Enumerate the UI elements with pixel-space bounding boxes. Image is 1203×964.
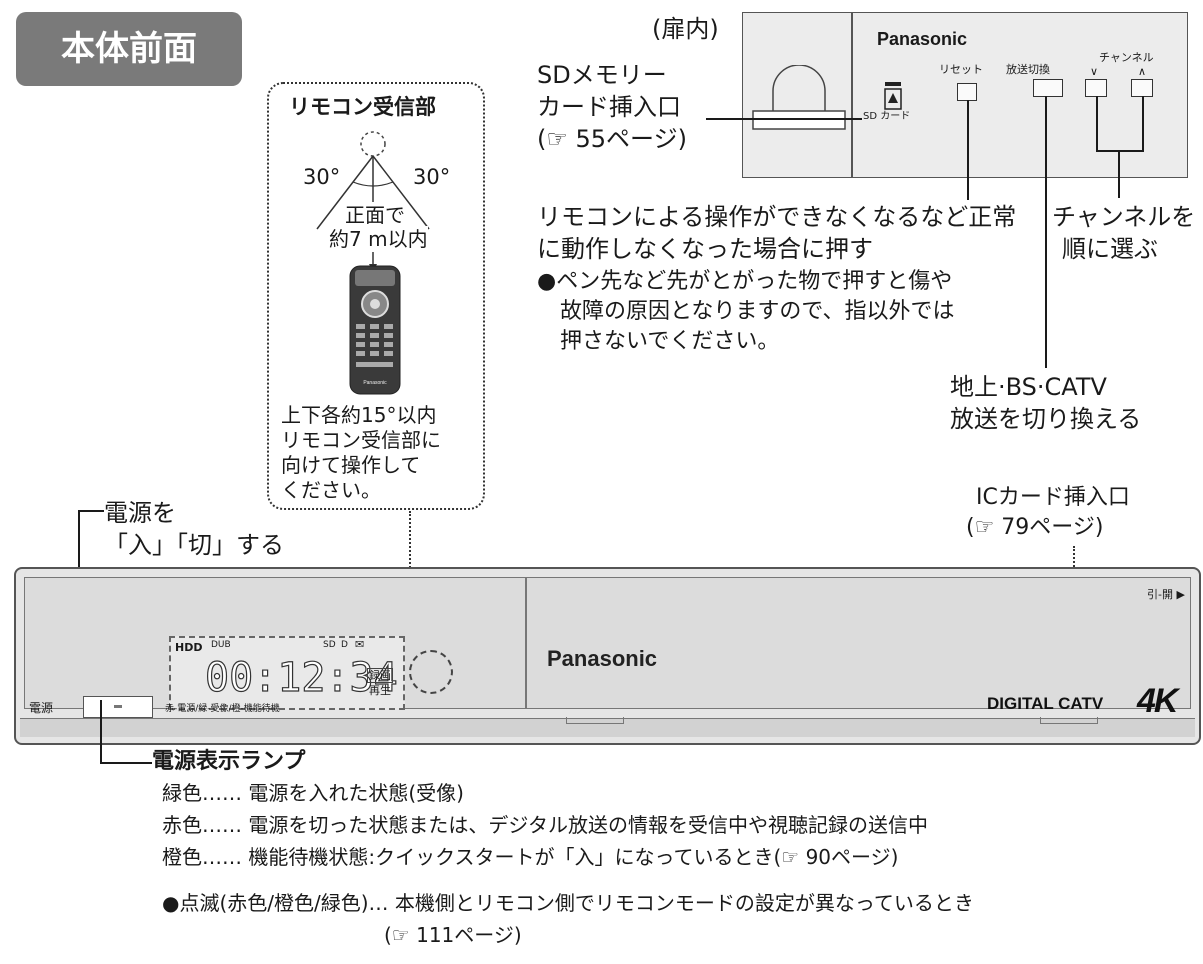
broadcast-switch-button[interactable]: [1033, 79, 1063, 97]
display-time: 00:12:34: [204, 655, 398, 701]
blink-note: ●点滅(赤色/橙色/緑色)… 本機側とリモコン側でリモコンモードの設定が異なって…: [162, 891, 974, 915]
power-button[interactable]: [83, 696, 153, 718]
remote-brand: Panasonic: [363, 380, 387, 386]
display-play: 再生: [369, 684, 391, 697]
remote-sensor-callout: リモコン受信部 30° 30° 正面で 約7 m以内 Panasonic 上下各…: [267, 82, 485, 510]
open-label[interactable]: 引-開 ▶: [1147, 588, 1185, 601]
display-rec: 録画: [367, 668, 393, 683]
channel-down-button[interactable]: [1085, 79, 1107, 97]
remote-control-image: Panasonic: [349, 265, 401, 395]
reset-label: リセット: [939, 63, 983, 76]
lamp-leader-v: [100, 700, 102, 764]
lamp-leader-h: [100, 762, 152, 764]
channel-up-button[interactable]: [1131, 79, 1153, 97]
reset-button[interactable]: [957, 83, 977, 101]
channel-stem-leader: [1118, 150, 1120, 198]
channel-down-mark: ∨: [1090, 65, 1099, 78]
remote-sensor-window: [409, 650, 453, 694]
front-display: HDD DUB SD D ✉ 00:12:34 録画 再生: [169, 636, 405, 710]
channel-down-leader: [1096, 96, 1098, 152]
distance-label: 約7 m以内: [329, 226, 428, 252]
display-d: D: [341, 640, 348, 650]
digital-catv-label: DIGITAL CATV: [987, 694, 1104, 713]
page-title: 本体前面: [16, 12, 242, 86]
remote-sensor-heading: リモコン受信部: [289, 95, 436, 119]
sd-slot-leader: [706, 118, 862, 120]
lamp-heading: 電源表示ランプ: [152, 749, 306, 774]
lamp-legend: 赤-電源/緑-受像/橙-機能待機: [165, 704, 280, 714]
device-brand: Panasonic: [547, 646, 658, 671]
channel-label: チャンネル: [1099, 51, 1154, 64]
display-dub: DUB: [211, 640, 231, 650]
door-panel: Panasonic SD カード リセット 放送切換 チャンネル ∨ ∧: [742, 12, 1188, 178]
power-leader-h: [78, 510, 104, 512]
fourk-logo: 4K: [1137, 682, 1178, 720]
broadcast-leader: [1045, 96, 1047, 368]
power-lamp: [114, 705, 122, 708]
channel-up-leader: [1142, 96, 1144, 152]
broadcast-switch-label: 放送切換: [1006, 63, 1050, 76]
sd-card-label: SD カード: [863, 111, 911, 122]
channel-join-leader: [1096, 150, 1144, 152]
reset-leader: [967, 100, 969, 200]
sd-card-icon: [884, 82, 902, 110]
front-label: 正面で: [345, 202, 405, 228]
door-brand: Panasonic: [877, 29, 968, 49]
channel-up-mark: ∧: [1138, 65, 1147, 78]
angle-right-label: 30°: [413, 165, 451, 189]
angle-left-label: 30°: [303, 165, 341, 189]
power-label: 電源: [29, 701, 54, 715]
device-front: HDD DUB SD D ✉ 00:12:34 録画 再生 Panasonic …: [14, 567, 1201, 745]
door-label: (扉内): [652, 15, 719, 43]
mail-icon: ✉: [355, 638, 365, 651]
display-sd: SD: [323, 640, 336, 650]
blink-ref: (☞ 111ページ): [384, 923, 522, 947]
sd-slot-shape: [752, 65, 846, 130]
display-hdd: HDD: [175, 641, 203, 654]
